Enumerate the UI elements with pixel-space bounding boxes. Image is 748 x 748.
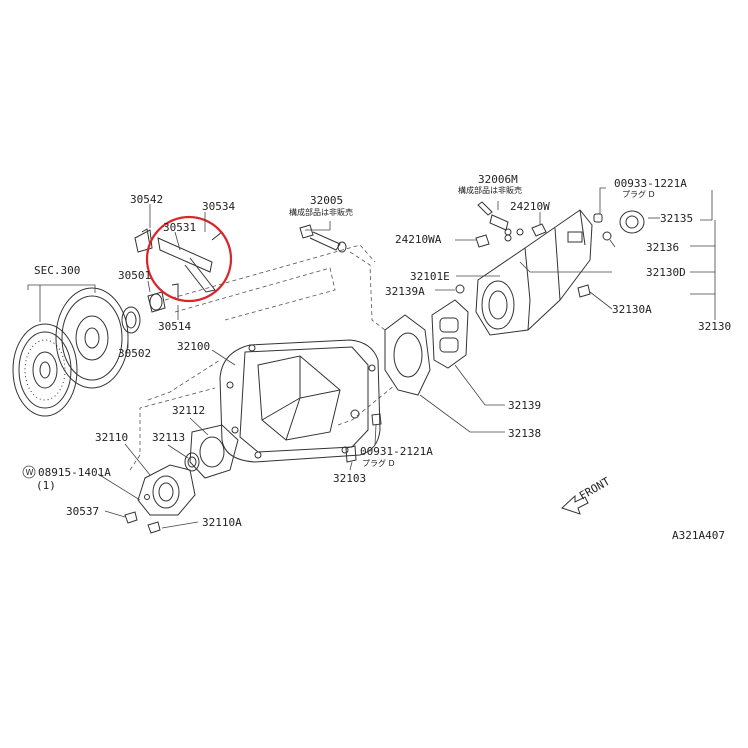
front-arrow-icon bbox=[561, 494, 589, 515]
front-cover-parts bbox=[124, 424, 239, 534]
label-32139a: 32139A bbox=[385, 285, 425, 298]
washer-symbol-letter: W bbox=[26, 468, 34, 477]
label-32138: 32138 bbox=[508, 427, 541, 440]
label-32101e: 32101E bbox=[410, 270, 450, 283]
label-30534: 30534 bbox=[202, 200, 235, 213]
label-08915-1401a: 08915-1401A bbox=[38, 466, 111, 479]
washer-symbol-icon bbox=[22, 465, 36, 479]
highlight-circle bbox=[145, 215, 233, 303]
label-32112: 32112 bbox=[172, 404, 205, 417]
label-32100: 32100 bbox=[177, 340, 210, 353]
label-00931-2121a: 00931-2121A bbox=[360, 445, 433, 458]
label-32130d: 32130D bbox=[646, 266, 686, 279]
label-30502: 30502 bbox=[118, 347, 151, 360]
release-bearing bbox=[121, 291, 166, 334]
label-sec300: SEC.300 bbox=[34, 264, 80, 277]
withdrawal-fork bbox=[134, 215, 233, 303]
label-32103: 32103 bbox=[333, 472, 366, 485]
rear-extension bbox=[475, 209, 593, 336]
label-00933-1221a: 00933-1221A bbox=[614, 177, 687, 190]
label-00931-note: プラグ D bbox=[362, 458, 395, 468]
label-30542: 30542 bbox=[130, 193, 163, 206]
label-32110: 32110 bbox=[95, 431, 128, 444]
label-00933-note: プラグ D bbox=[622, 189, 655, 199]
label-24210wa: 24210WA bbox=[395, 233, 442, 246]
label-32136: 32136 bbox=[646, 241, 679, 254]
label-32005: 32005 bbox=[310, 194, 343, 207]
label-32005-note: 構成部品は非販売 bbox=[289, 207, 353, 217]
clutch-housing bbox=[219, 339, 381, 463]
label-30514: 30514 bbox=[158, 320, 191, 333]
label-32006m-note: 構成部品は非販売 bbox=[458, 185, 522, 195]
leader-lines bbox=[97, 187, 716, 529]
label-30531: 30531 bbox=[163, 221, 196, 234]
adapter-plate bbox=[384, 299, 469, 396]
alignment-lines bbox=[129, 244, 396, 471]
label-30501: 30501 bbox=[118, 269, 151, 282]
label-32113: 32113 bbox=[152, 431, 185, 444]
label-32139: 32139 bbox=[508, 399, 541, 412]
label-32130: 32130 bbox=[698, 320, 731, 333]
label-32135: 32135 bbox=[660, 212, 693, 225]
diagram-reference-code: A321A407 bbox=[672, 529, 725, 542]
label-24210w: 24210W bbox=[510, 200, 550, 213]
label-32006m: 32006M bbox=[478, 173, 518, 186]
speedo-sensor bbox=[299, 224, 347, 253]
label-08915-qty: (1) bbox=[36, 479, 56, 492]
clutch-assembly bbox=[12, 284, 129, 417]
label-30537: 30537 bbox=[66, 505, 99, 518]
extension-components bbox=[345, 201, 645, 463]
label-32130a: 32130A bbox=[612, 303, 652, 316]
label-32110a: 32110A bbox=[202, 516, 242, 529]
label-front: FRONT bbox=[577, 475, 613, 503]
